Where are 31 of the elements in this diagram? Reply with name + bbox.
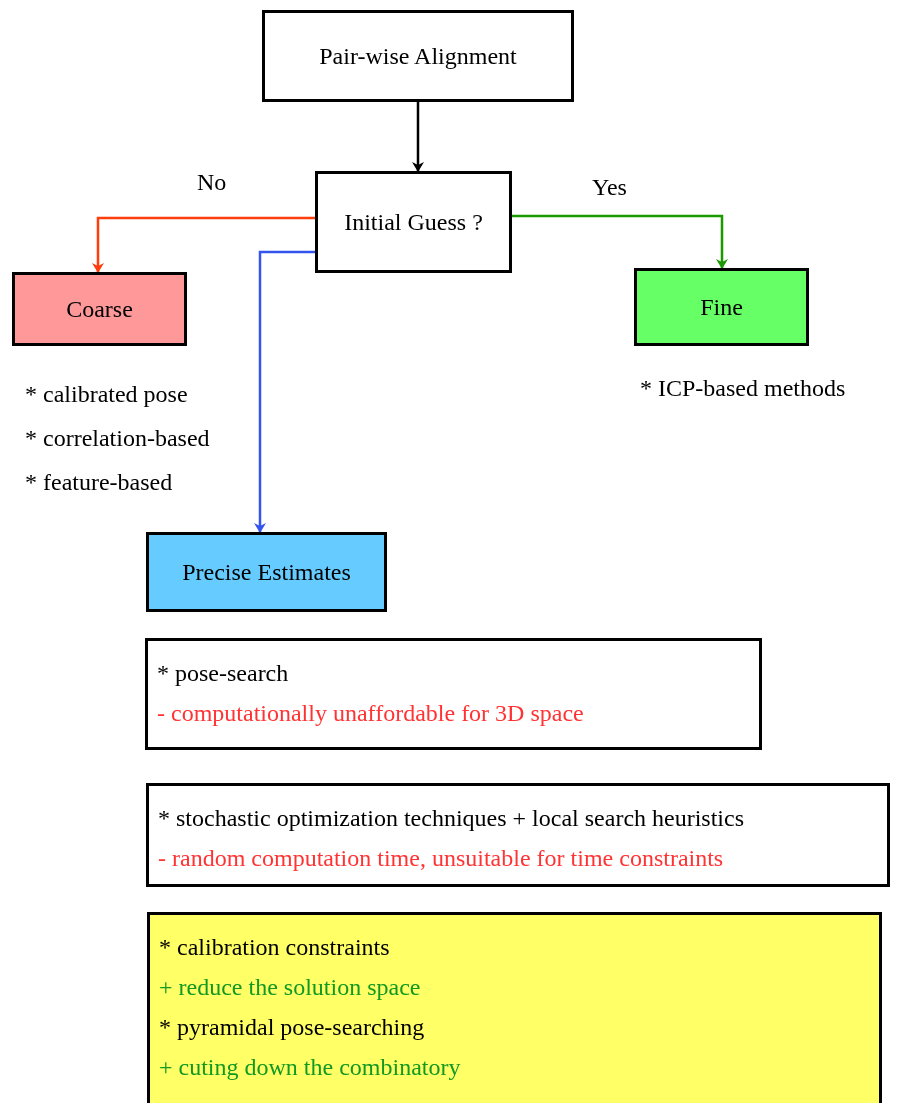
edge-label: Yes [592, 175, 627, 199]
process-box [634, 268, 809, 346]
bullet-text: * feature-based [25, 468, 174, 497]
process-box [315, 171, 512, 273]
node-label: Coarse [66, 295, 133, 324]
note-text: - random computation time, unsuitable for time constraints [158, 844, 725, 873]
bullet-text: * correlation-based [25, 424, 210, 453]
bullet-text: * ICP-based methods [640, 374, 846, 403]
node-label: Pair-wise Alignment [319, 42, 517, 71]
arrow [254, 250, 315, 533]
note-text: - computationally unaffordable for 3D space [157, 699, 585, 728]
arrow [92, 216, 315, 273]
arrow [512, 214, 728, 269]
note-box [146, 783, 890, 887]
note-text: + reduce the solution space [159, 973, 422, 1002]
bullet-text: * calibrated pose [25, 380, 189, 409]
node-label: Initial Guess ? [344, 208, 483, 237]
node-label: Precise Estimates [182, 558, 351, 587]
note-box [147, 912, 882, 1103]
edge-label: No [197, 170, 227, 194]
note-text: * pose-search [157, 659, 290, 688]
note-box [145, 638, 762, 750]
process-box [262, 10, 574, 102]
process-box [12, 272, 187, 346]
note-text: * stochastic optimization techniques + local search heuristics [158, 804, 746, 833]
process-box [146, 532, 387, 612]
note-text: + cuting down the combinatory [159, 1053, 462, 1082]
note-text: * calibration constraints [159, 933, 391, 962]
node-label: Fine [700, 293, 743, 322]
arrow [412, 102, 424, 172]
note-text: * pyramidal pose-searching [159, 1013, 426, 1042]
